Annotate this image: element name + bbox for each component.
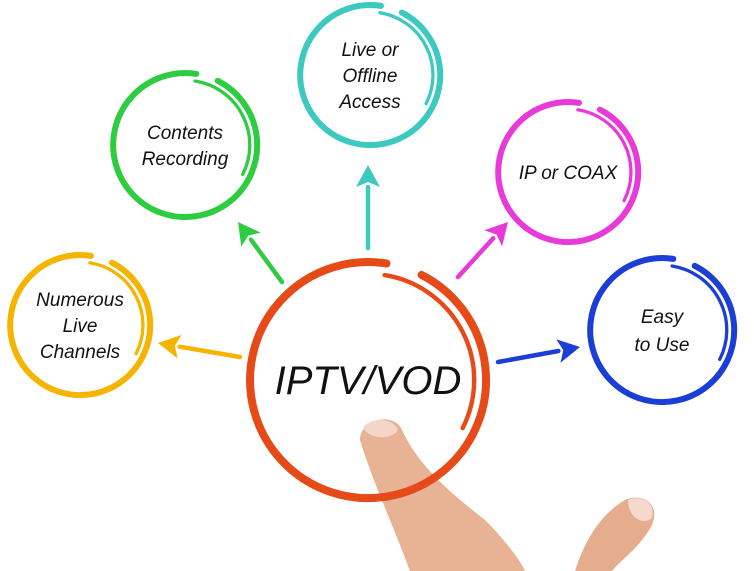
- arrow-numerous-live-channels: [158, 334, 243, 360]
- circle-ip-or-coax-stroke: [495, 99, 642, 246]
- node-label-easy-to-use-line-0: Easy: [641, 307, 685, 328]
- circle-easy-to-use: [587, 255, 738, 406]
- arrow-numerous-live-channels-head: [158, 334, 182, 359]
- circle-live-or-offline-access-tail: [378, 11, 435, 106]
- center-circle-tail: [382, 272, 477, 431]
- node-label-contents-recording-line-0: Contents: [147, 123, 224, 144]
- arrow-contents-recording-shaft: [248, 237, 285, 285]
- node-label-ip-or-coax-line-0: IP or COAX: [519, 163, 619, 184]
- node-label-numerous-live-channels-line-1: Live: [63, 316, 98, 337]
- node-easy-to-use: Easy to Use: [495, 255, 738, 406]
- node-label-easy-to-use-line-1: to Use: [635, 335, 690, 356]
- circle-live-or-offline-access-stroke: [297, 2, 444, 149]
- arrow-easy-to-use-head: [556, 339, 580, 363]
- arrow-live-or-offline-access: [356, 165, 380, 251]
- node-label-contents-recording-line-1: Recording: [142, 149, 229, 170]
- circle-live-or-offline-access: [297, 2, 444, 149]
- arrow-ip-or-coax-shaft: [455, 236, 496, 280]
- circle-easy-to-use-tail: [670, 264, 729, 362]
- node-label-live-or-offline-access-line-1: Offline: [343, 66, 398, 87]
- center-circle: [246, 258, 491, 503]
- circle-numerous-live-channels: [7, 252, 154, 399]
- arrow-easy-to-use-shaft: [495, 348, 561, 365]
- circle-numerous-live-channels-tail: [88, 261, 145, 356]
- arrow-contents-recording-head: [238, 222, 261, 247]
- circle-contents-recording: [110, 70, 261, 221]
- circle-ip-or-coax: [495, 99, 642, 246]
- arrow-contents-recording: [238, 222, 285, 285]
- nodes-layer: NumerousLiveChannelsContentsRecordingLiv…: [7, 2, 738, 406]
- circle-contents-recording-tail: [193, 79, 252, 177]
- node-label-numerous-live-channels-line-2: Channels: [40, 342, 121, 363]
- index-finger: [360, 419, 525, 571]
- arrow-numerous-live-channels-shaft: [177, 344, 243, 360]
- arrow-easy-to-use: [495, 339, 580, 365]
- circle-contents-recording-stroke: [110, 70, 261, 221]
- circle-easy-to-use-stroke: [587, 255, 738, 406]
- node-label-live-or-offline-access-line-0: Live or: [341, 40, 399, 61]
- fingernail: [363, 420, 398, 438]
- circle-ip-or-coax-tail: [576, 108, 633, 203]
- node-ip-or-coax: IP or COAX: [455, 99, 642, 280]
- arrow-live-or-offline-access-head: [356, 165, 380, 187]
- thumbnail: [628, 498, 653, 521]
- node-label-live-or-offline-access-line-2: Access: [338, 92, 401, 113]
- arrow-ip-or-coax-head: [484, 222, 508, 247]
- arrow-ip-or-coax: [455, 222, 508, 280]
- center-label: IPTV/VOD: [275, 359, 462, 403]
- center-circle-stroke: [246, 258, 491, 503]
- pointing-hand-image: [360, 419, 655, 571]
- node-label-numerous-live-channels-line-0: Numerous: [36, 290, 124, 311]
- circle-numerous-live-channels-stroke: [7, 252, 154, 399]
- center-node: IPTV/VOD: [246, 258, 491, 503]
